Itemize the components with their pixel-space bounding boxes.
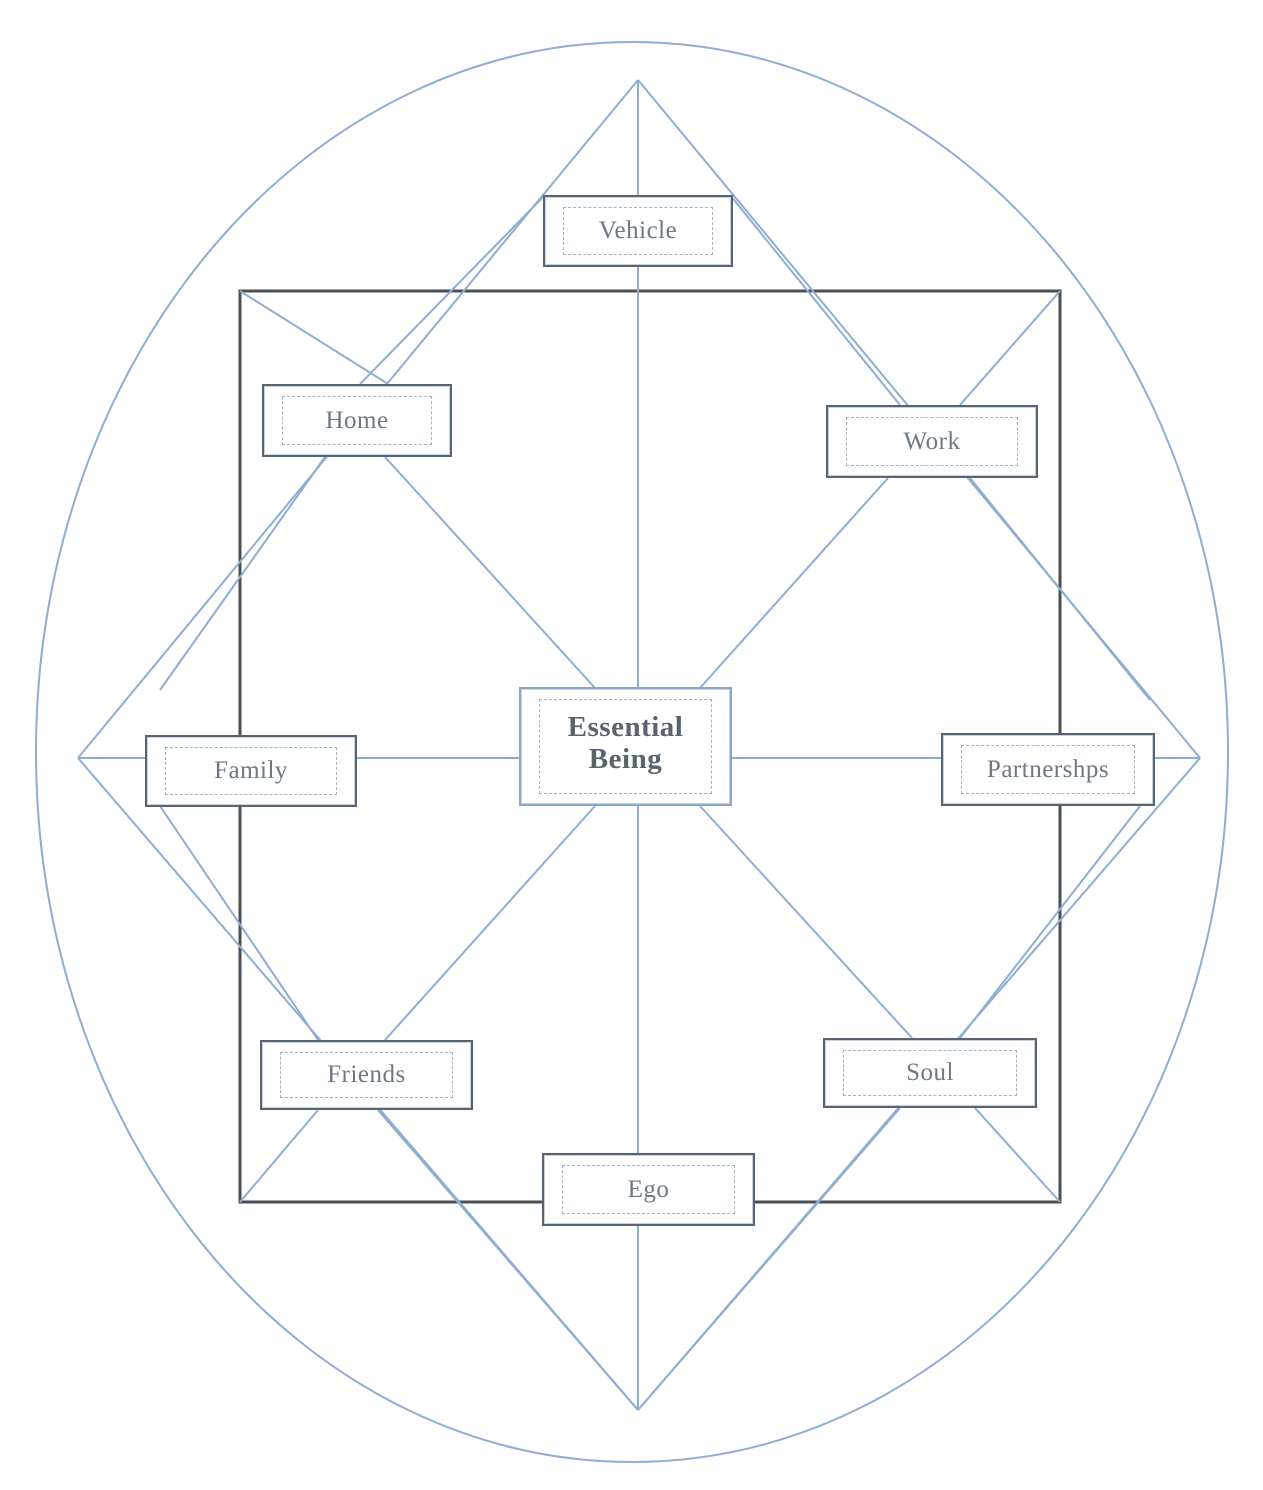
node-home-label: Home	[325, 406, 389, 434]
node-family-inner-border	[165, 747, 337, 795]
partnerships-to-soul	[959, 805, 1141, 1039]
work-to-partnerships	[969, 477, 1151, 701]
node-friends-label: Friends	[327, 1061, 406, 1089]
node-vehicle: Vehicle	[543, 195, 733, 267]
friends-to-ego-bottom	[377, 1109, 639, 1411]
vehicle-to-home	[359, 194, 546, 385]
node-vehicle-inner-border	[563, 207, 713, 255]
node-essential-being: Essential Being	[519, 687, 732, 806]
node-family-label: Family	[214, 757, 288, 785]
node-ego: Ego	[542, 1153, 755, 1226]
node-partnerships-label: Partnershps	[986, 755, 1110, 783]
diagonal-tl	[239, 290, 389, 385]
node-soul-inner-border	[843, 1050, 1017, 1096]
node-essential-being-label: Essential Being	[567, 710, 684, 775]
node-soul: Soul	[823, 1038, 1037, 1108]
center-to-friends	[384, 805, 596, 1041]
diagonal-br	[974, 1107, 1061, 1203]
vehicle-to-work	[729, 194, 901, 406]
node-work: Work	[826, 405, 1038, 478]
node-friends: Friends	[260, 1040, 473, 1110]
node-work-label: Work	[903, 427, 961, 455]
node-work-inner-border	[846, 417, 1018, 466]
node-home: Home	[262, 384, 452, 457]
outer-ellipse	[35, 41, 1229, 1463]
node-ego-label: Ego	[627, 1175, 670, 1203]
node-friends-inner-border	[280, 1052, 453, 1098]
home-to-family	[159, 456, 326, 691]
node-family: Family	[145, 735, 357, 807]
center-to-soul	[699, 805, 913, 1039]
node-ego-inner-border	[562, 1165, 735, 1214]
node-partnerships: Partnershps	[941, 733, 1155, 806]
node-soul-label: Soul	[906, 1059, 954, 1087]
family-to-friends	[159, 805, 319, 1041]
center-to-home	[384, 456, 596, 689]
diagonal-tr	[959, 290, 1061, 406]
node-home-inner-border	[282, 396, 432, 445]
node-essential-being-inner-border	[539, 699, 712, 794]
node-partnerships-inner-border	[961, 745, 1135, 794]
soul-to-ego-bottom	[637, 1107, 901, 1411]
node-vehicle-label: Vehicle	[598, 217, 678, 245]
diagonal-bl	[239, 1109, 319, 1203]
center-to-work	[699, 477, 889, 689]
